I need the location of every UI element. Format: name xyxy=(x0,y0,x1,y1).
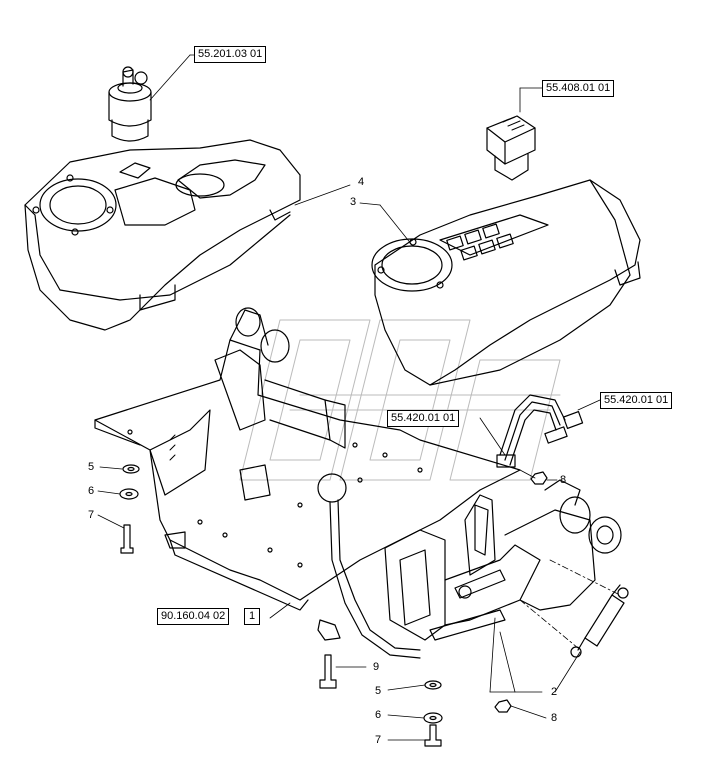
ref-ignition-switch[interactable]: 55.201.03 01 xyxy=(194,46,267,63)
callout-6-left: 6 xyxy=(88,485,95,497)
callout-7-bottom: 7 xyxy=(375,734,382,746)
ref-harness-center[interactable]: 55.420.01 01 xyxy=(387,410,460,427)
right-console-cover xyxy=(371,179,641,386)
leader-lines xyxy=(97,54,621,741)
callout-8-top: 8 xyxy=(560,474,567,486)
ref-platform[interactable]: 90.160.04 02 xyxy=(157,608,230,625)
wiring-harness xyxy=(496,394,584,468)
callout-9: 9 xyxy=(373,661,380,673)
ref-harness-right[interactable]: 55.420.01 01 xyxy=(600,392,673,409)
callout-5-bottom: 5 xyxy=(375,685,382,697)
gas-spring xyxy=(570,584,629,658)
rocker-switch-part xyxy=(486,87,536,181)
pivot-mechanism xyxy=(384,479,622,641)
callout-6-bottom: 6 xyxy=(375,709,382,721)
callout-8-bottom: 8 xyxy=(551,712,558,724)
callout-7-left: 7 xyxy=(88,509,95,521)
callout-2: 2 xyxy=(551,686,558,698)
left-console-cover xyxy=(24,139,301,331)
joystick-lever xyxy=(317,473,421,659)
ref-rocker-switch[interactable]: 55.408.01 01 xyxy=(542,80,615,97)
fasteners xyxy=(119,464,548,747)
callout-3: 3 xyxy=(350,196,357,208)
frame-platform xyxy=(94,307,521,641)
callout-1-box[interactable]: 1 xyxy=(244,608,261,625)
callout-5-left: 5 xyxy=(88,461,95,473)
watermark-logo xyxy=(239,319,561,481)
callout-4: 4 xyxy=(358,176,365,188)
ignition-switch-part xyxy=(108,66,152,142)
